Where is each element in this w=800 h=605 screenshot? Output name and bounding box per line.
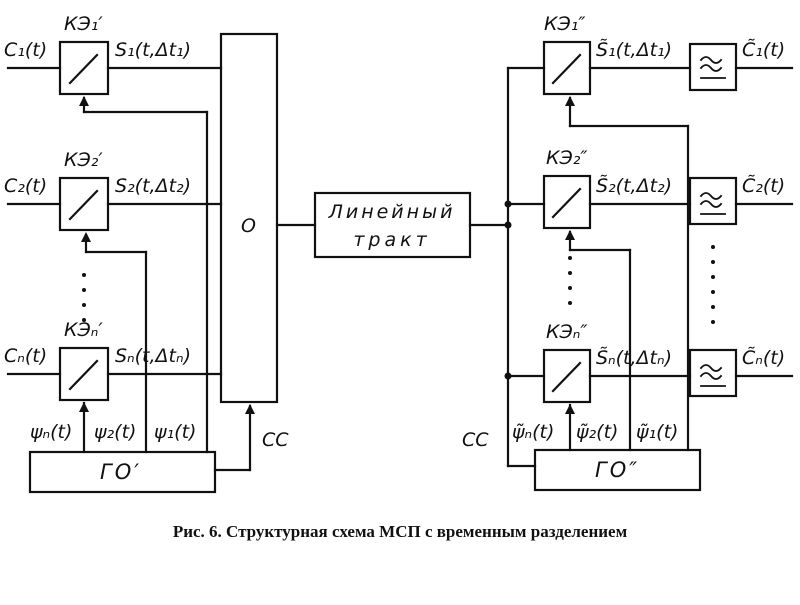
right-input-2-label: S̃₂(t,Δt₂) bbox=[596, 175, 672, 197]
left-input-2-label: C₂(t) bbox=[4, 175, 47, 197]
filter-2 bbox=[688, 176, 738, 226]
left-control-2-label: ψ₂(t) bbox=[94, 421, 136, 443]
figure-caption: Рис. 6. Структурная схема МСП с временны… bbox=[172, 522, 628, 541]
left-control-n-label: ψₙ(t) bbox=[30, 421, 72, 443]
filter-1 bbox=[688, 42, 738, 92]
right-switch-2 bbox=[542, 174, 592, 230]
right-control-n-label: ψ̃ₙ(t) bbox=[512, 421, 554, 443]
right-switch-1-label: КЭ₁″ bbox=[544, 13, 585, 35]
right-control-2-label: ψ̃₂(t) bbox=[576, 421, 618, 443]
right-switch-2-label: КЭ₂″ bbox=[546, 147, 587, 169]
left-sync-label: СС bbox=[262, 429, 289, 451]
channel-label-line2: тракт bbox=[353, 229, 430, 251]
left-switch-1-label: КЭ₁′ bbox=[64, 13, 103, 35]
left-output-1-label: S₁(t,Δt₁) bbox=[115, 39, 191, 61]
left-input-1-label: C₁(t) bbox=[4, 39, 47, 61]
channel-label-line1: Линейный bbox=[328, 201, 456, 223]
left-input-n-label: Cₙ(t) bbox=[4, 345, 47, 367]
left-output-n-label: Sₙ(t,Δtₙ) bbox=[115, 345, 191, 367]
left-switch-2-label: КЭ₂′ bbox=[64, 149, 103, 171]
left-generator-label: ГО′ bbox=[100, 460, 142, 484]
left-generator-block bbox=[28, 450, 217, 494]
right-control-1-label: ψ̃₁(t) bbox=[636, 421, 678, 443]
right-input-n-label: S̃ₙ(t,Δtₙ) bbox=[596, 347, 672, 369]
filter-n bbox=[688, 348, 738, 398]
left-switch-n-label: КЭₙ′ bbox=[64, 319, 103, 341]
right-sync-label: СС bbox=[462, 429, 489, 451]
right-generator-block bbox=[533, 448, 702, 492]
right-output-2-label: C̃₂(t) bbox=[742, 175, 785, 197]
right-output-n-label: C̃ₙ(t) bbox=[742, 347, 785, 369]
left-control-1-label: ψ₁(t) bbox=[154, 421, 196, 443]
left-output-2-label: S₂(t,Δt₂) bbox=[115, 175, 191, 197]
right-input-1-label: S̃₁(t,Δt₁) bbox=[596, 39, 672, 61]
right-generator-label: ГО″ bbox=[595, 458, 640, 482]
combiner-label: О bbox=[241, 215, 256, 237]
right-output-1-label: C̃₁(t) bbox=[742, 39, 785, 61]
combiner-block bbox=[219, 32, 279, 404]
right-switch-n-label: КЭₙ″ bbox=[546, 321, 587, 343]
